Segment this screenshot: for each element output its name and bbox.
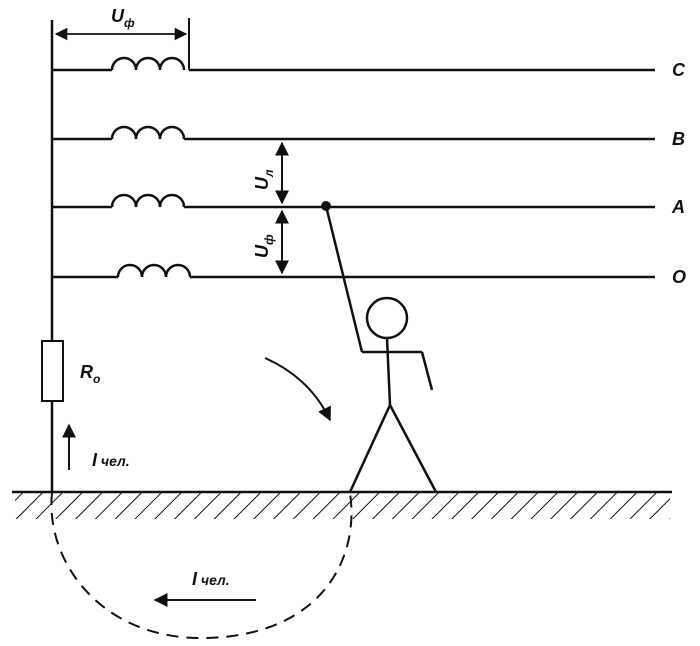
conductor-o <box>52 263 655 279</box>
line-voltage-label: Uл <box>252 169 276 190</box>
conductor-label-c: C <box>672 60 686 80</box>
ground-return-path <box>50 492 353 640</box>
resistor-label: Ro <box>80 362 100 386</box>
conductor-label-a: A <box>671 197 685 217</box>
body-current-arrow <box>264 357 331 422</box>
conductor-label-o: O <box>672 267 686 287</box>
ground <box>12 490 672 519</box>
human-figure <box>321 201 438 493</box>
conductor-label-b: B <box>672 129 685 149</box>
current-up-label: I чел. <box>92 450 130 470</box>
phase-voltage-label-top: Uф <box>111 6 135 30</box>
phase-voltage-dimension-top <box>54 18 190 70</box>
phase-voltage-label-side: Uф <box>252 234 276 258</box>
conductor-b <box>52 125 655 141</box>
conductor-c <box>52 56 655 72</box>
resistor-r0 <box>41 340 64 402</box>
current-ground-label: I чел. <box>192 569 230 589</box>
conductor-a <box>52 193 655 209</box>
